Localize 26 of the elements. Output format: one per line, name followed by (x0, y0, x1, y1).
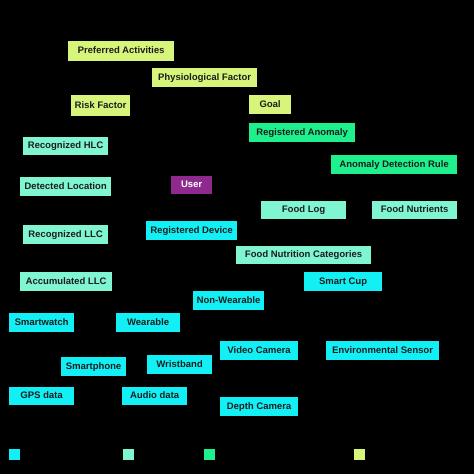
class-box: Recognized HLC (23, 137, 108, 155)
class-box: Registered Anomaly (249, 123, 355, 142)
class-box: User (171, 176, 212, 194)
class-box: Wearable (116, 313, 180, 332)
class-box: Smartphone (61, 357, 126, 376)
class-box: Risk Factor (71, 95, 130, 116)
class-box: Anomaly Detection Rule (331, 155, 457, 174)
class-box: Preferred Activities (68, 41, 174, 61)
class-box: Non-Wearable (193, 291, 264, 310)
class-box: Video Camera (220, 341, 298, 360)
class-box: Food Nutrition Categories (236, 246, 371, 264)
class-box: Audio data (122, 387, 187, 405)
class-box: Physiological Factor (152, 68, 257, 87)
class-box: Food Log (261, 201, 346, 219)
class-box: Smart Cup (304, 272, 382, 291)
class-box: Environmental Sensor (326, 341, 439, 360)
class-box: GPS data (9, 387, 74, 405)
class-box: Wristband (147, 355, 212, 374)
class-box: Depth Camera (220, 397, 298, 416)
class-box: Accumulated LLC (20, 272, 112, 291)
class-box: Goal (249, 95, 291, 114)
class-box: Recognized LLC (23, 225, 108, 244)
class-box: Food Nutrients (372, 201, 457, 219)
class-box: Detected Location (20, 177, 111, 196)
class-box: Smartwatch (9, 313, 74, 332)
class-box: Registered Device (146, 221, 237, 240)
